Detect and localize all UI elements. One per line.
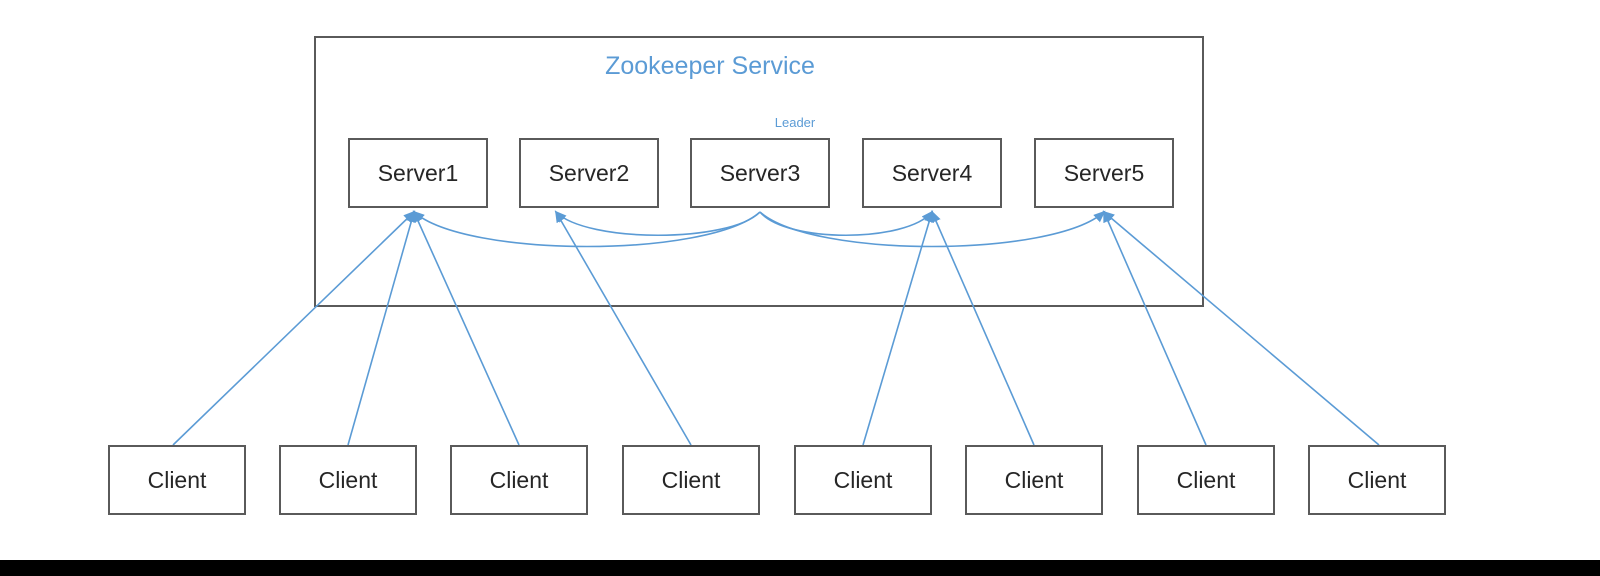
client-4-to-server-2-link bbox=[554, 210, 692, 446]
leader-to-server-4-link bbox=[759, 210, 934, 236]
bottom-edge-bar bbox=[0, 560, 1600, 576]
client-3-to-server-1-link bbox=[413, 210, 520, 446]
server-node-2: Server2 bbox=[519, 138, 659, 208]
client-node-6: Client bbox=[965, 445, 1103, 515]
client-5-to-server-4-link bbox=[862, 210, 934, 446]
client-node-7: Client bbox=[1137, 445, 1275, 515]
client-label: Client bbox=[1176, 466, 1236, 493]
client-node-8: Client bbox=[1308, 445, 1446, 515]
client-label: Client bbox=[661, 466, 721, 493]
leader-label: Leader bbox=[774, 115, 816, 130]
server-node-5: Server5 bbox=[1034, 138, 1174, 208]
server-label: Server5 bbox=[1063, 159, 1145, 186]
client-node-3: Client bbox=[450, 445, 588, 515]
zookeeper-service-boundary bbox=[314, 36, 1204, 307]
server-label: Server3 bbox=[719, 159, 801, 186]
leader-to-server-1-link bbox=[412, 210, 761, 248]
client-7-to-server-5-link bbox=[1103, 210, 1207, 446]
client-label: Client bbox=[147, 466, 207, 493]
server-label: Server4 bbox=[891, 159, 973, 186]
client-node-1: Client bbox=[108, 445, 246, 515]
client-label: Client bbox=[318, 466, 378, 493]
client-node-2: Client bbox=[279, 445, 417, 515]
server-node-4: Server4 bbox=[862, 138, 1002, 208]
client-6-to-server-4-link bbox=[931, 210, 1035, 446]
client-label: Client bbox=[833, 466, 893, 493]
server-node-3-leader: Server3 bbox=[690, 138, 830, 208]
client-1-to-server-1-link bbox=[172, 210, 416, 446]
service-title: Zookeeper Service bbox=[605, 52, 815, 80]
server-label: Server2 bbox=[548, 159, 630, 186]
client-node-4: Client bbox=[622, 445, 760, 515]
server-label: Server1 bbox=[377, 159, 459, 186]
client-label: Client bbox=[489, 466, 549, 493]
client-node-5: Client bbox=[794, 445, 932, 515]
leader-to-server-5-link bbox=[759, 210, 1106, 248]
client-label: Client bbox=[1004, 466, 1064, 493]
leader-to-server-2-link bbox=[554, 210, 761, 237]
server-node-1: Server1 bbox=[348, 138, 488, 208]
client-2-to-server-1-link bbox=[347, 210, 417, 446]
client-8-to-server-5-link bbox=[1102, 210, 1380, 446]
client-label: Client bbox=[1347, 466, 1407, 493]
